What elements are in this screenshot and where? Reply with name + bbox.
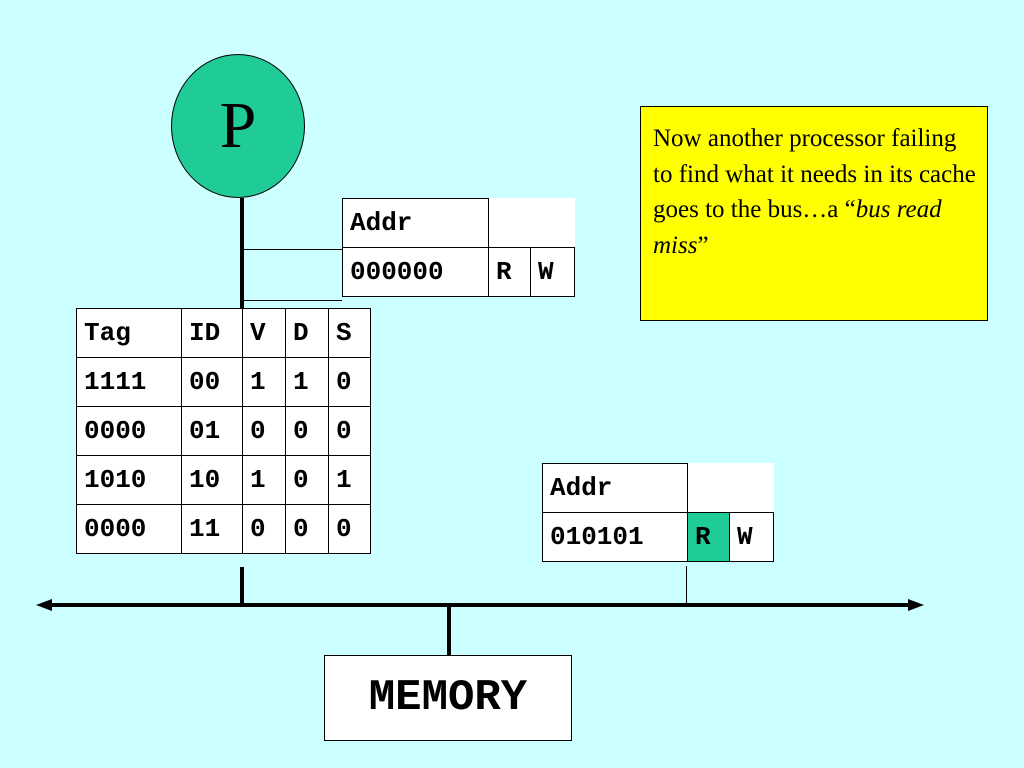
cache-cell: 1111 (76, 357, 182, 407)
bus-addr-header: Addr (542, 463, 688, 513)
cache-cell: 1010 (76, 455, 182, 505)
cache-cell: 0 (328, 406, 371, 456)
cache-cell: 11 (181, 504, 243, 554)
request-link-bottom (244, 300, 342, 301)
processor-request-table: Addr 000000 R W (342, 198, 575, 297)
cache-cell: 10 (181, 455, 243, 505)
cache-cell: 0 (242, 406, 286, 456)
cache-cell: 00 (181, 357, 243, 407)
cache-header-row: Tag ID V D S (76, 308, 371, 358)
note-italic-text: bus read miss (653, 196, 942, 259)
column-header: ID (181, 308, 243, 358)
bus-request-table: Addr 010101 R W (542, 463, 774, 562)
request-addr-header: Addr (342, 198, 489, 248)
bus-request-connector (686, 566, 687, 605)
processor-connector (240, 198, 244, 310)
note-text: Now another processor failing to find wh… (653, 125, 976, 223)
table-row: 1010 10 1 0 1 (76, 455, 371, 505)
cache-cell: 0 (242, 504, 286, 554)
column-header: V (242, 308, 286, 358)
cache-cell: 0 (285, 406, 329, 456)
column-header: S (328, 308, 371, 358)
cache-cell: 1 (242, 357, 286, 407)
cache-cell: 0 (328, 357, 371, 407)
memory-box: MEMORY (324, 655, 572, 741)
table-row: 0000 01 0 0 0 (76, 406, 371, 456)
cache-cell: 0000 (76, 406, 182, 456)
cache-cell: 0 (285, 504, 329, 554)
table-row: 1111 00 1 1 0 (76, 357, 371, 407)
memory-connector (447, 605, 451, 655)
cache-cell: 1 (328, 455, 371, 505)
explanation-note: Now another processor failing to find wh… (640, 106, 988, 321)
cache-cell: 0000 (76, 504, 182, 554)
request-address: 000000 (342, 247, 489, 297)
table-row: 0000 11 0 0 0 (76, 504, 371, 554)
cache-cell: 1 (285, 357, 329, 407)
bus-write-flag: W (729, 512, 774, 562)
bus-address: 010101 (542, 512, 688, 562)
processor-node: P (171, 54, 305, 198)
cache-table: Tag ID V D S 1111 00 1 1 0 0000 01 0 0 0… (76, 308, 371, 554)
processor-label: P (219, 89, 257, 162)
note-close-quote: ” (697, 231, 709, 259)
request-write-flag: W (530, 247, 575, 297)
cache-cell: 0 (285, 455, 329, 505)
column-header: D (285, 308, 329, 358)
cache-cell: 0 (328, 504, 371, 554)
request-read-flag: R (488, 247, 531, 297)
column-header: Tag (76, 308, 182, 358)
memory-label: MEMORY (368, 673, 528, 723)
cache-cell: 01 (181, 406, 243, 456)
cache-bus-connector (240, 567, 244, 605)
bus-read-flag: R (687, 512, 730, 562)
request-link-top (244, 249, 342, 250)
cache-cell: 1 (242, 455, 286, 505)
